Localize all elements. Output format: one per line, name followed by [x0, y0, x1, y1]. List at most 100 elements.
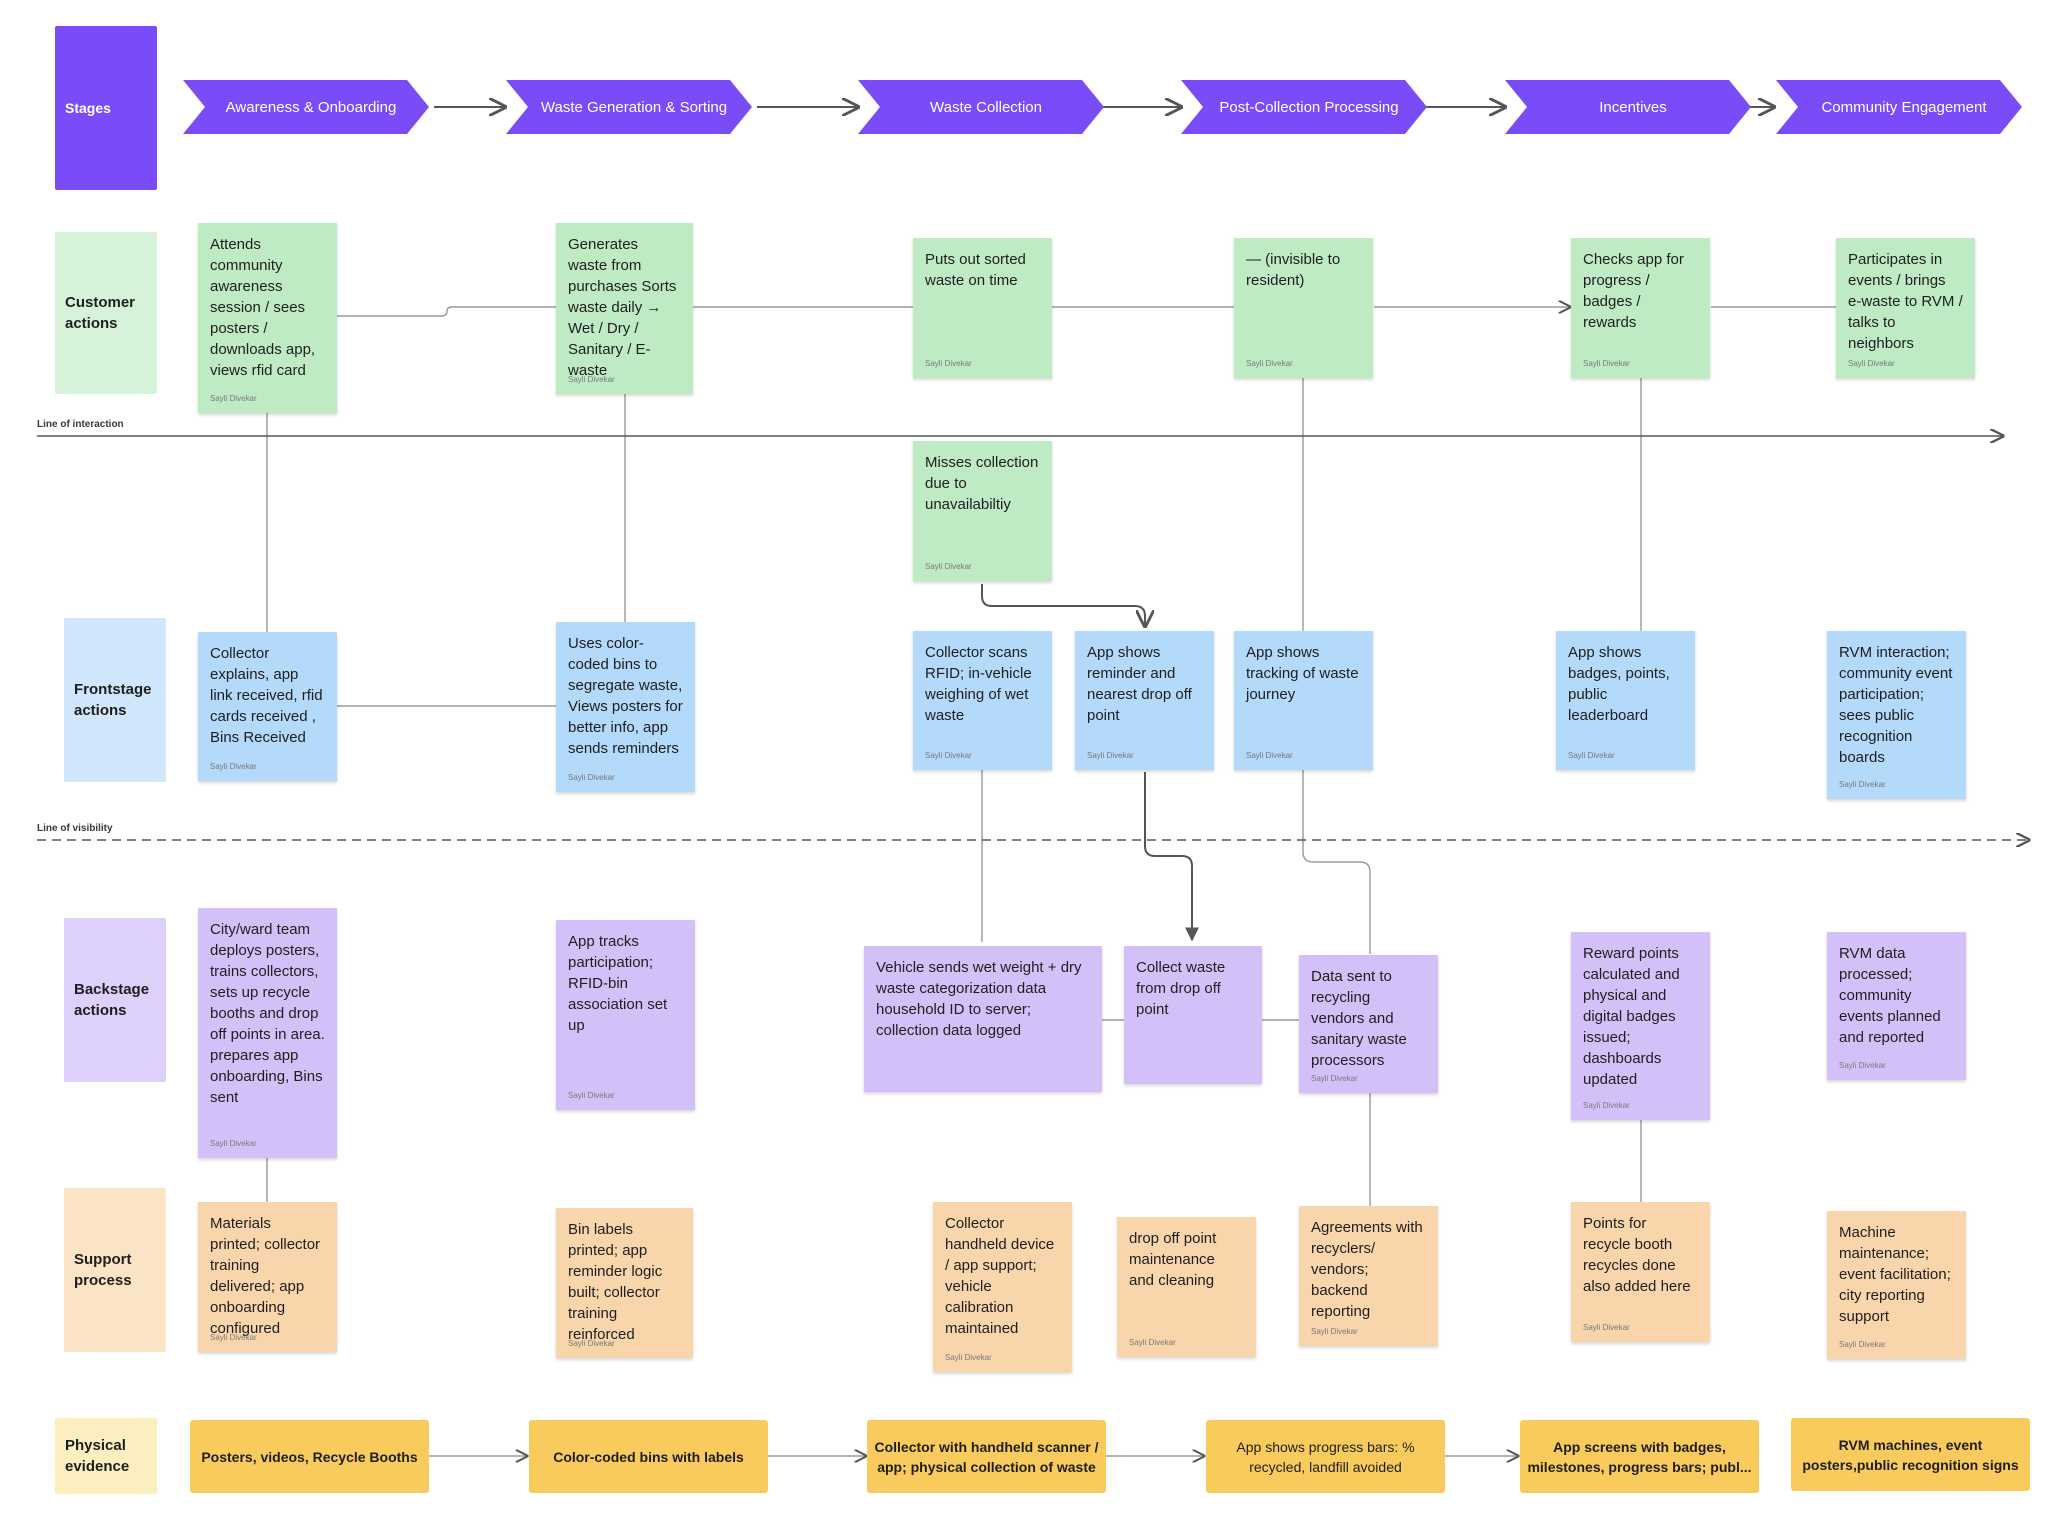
physical-evidence-card[interactable]: Color-coded bins with labels — [529, 1420, 768, 1493]
physical-evidence-card[interactable]: App screens with badges, milestones, pro… — [1520, 1420, 1759, 1493]
frontstage-action-card[interactable]: Collector scans RFID; in-vehicle weighin… — [913, 631, 1052, 770]
card-text: Collector explains, app link received, r… — [210, 645, 323, 746]
stage-label: Post-Collection Processing — [1219, 98, 1399, 116]
backstage-action-card[interactable]: Data sent to recycling vendors and sanit… — [1299, 955, 1438, 1093]
card-text: Participates in events / brings e-waste … — [1848, 251, 1963, 352]
card-author: Sayli Divekar — [925, 751, 972, 760]
chevron-shape — [1505, 80, 1751, 134]
backstage-action-card[interactable]: City/ward team deploys posters, trains c… — [198, 908, 337, 1158]
card-author: Sayli Divekar — [1583, 359, 1630, 368]
stage-chevron[interactable]: Waste Collection — [858, 80, 1104, 134]
support-process-card[interactable]: Collector handheld device / app support;… — [933, 1202, 1072, 1372]
card-author: Sayli Divekar — [925, 562, 972, 571]
support-process-card[interactable]: Materials printed; collector training de… — [198, 1202, 337, 1352]
card-text: App tracks participation; RFID-bin assoc… — [568, 933, 668, 1034]
card-text: drop off point maintenance and cleaning — [1129, 1230, 1217, 1289]
card-author: Sayli Divekar — [568, 375, 615, 384]
row-label-backstage: Backstage actions — [64, 918, 166, 1082]
card-text: Attends community awareness session / se… — [210, 236, 316, 379]
physical-evidence-card[interactable]: RVM machines, event posters,public recog… — [1791, 1418, 2030, 1491]
card-text: Puts out sorted waste on time — [925, 251, 1026, 289]
customer-action-card[interactable]: Participates in events / brings e-waste … — [1836, 238, 1975, 378]
card-author: Sayli Divekar — [210, 394, 257, 403]
card-author: Sayli Divekar — [1839, 1340, 1886, 1349]
card-text: App shows badges, points, public leaderb… — [1568, 644, 1670, 724]
card-text: Generates waste from purchases Sorts was… — [568, 236, 677, 379]
stage-chevron[interactable]: Awareness & Onboarding — [183, 80, 429, 134]
card-text: Misses collection due to unavailabiltiy — [925, 454, 1039, 513]
card-text: Bin labels printed; app reminder logic b… — [568, 1221, 663, 1343]
row-label-support: Support process — [64, 1188, 166, 1352]
card-author: Sayli Divekar — [1246, 359, 1293, 368]
card-text: Materials printed; collector training de… — [210, 1215, 321, 1337]
card-author: Sayli Divekar — [210, 762, 257, 771]
card-author: Sayli Divekar — [1568, 751, 1615, 760]
card-author: Sayli Divekar — [1848, 359, 1895, 368]
customer-action-card[interactable]: Generates waste from purchases Sorts was… — [556, 223, 693, 394]
stage-chevron[interactable]: Waste Generation & Sorting — [506, 80, 752, 134]
backstage-action-card[interactable]: Reward points calculated and physical an… — [1571, 932, 1710, 1120]
card-author: Sayli Divekar — [1839, 1061, 1886, 1070]
card-text: Vehicle sends wet weight + dry waste cat… — [876, 959, 1082, 1039]
support-process-card[interactable]: Points for recycle booth recycles done a… — [1571, 1202, 1710, 1342]
card-text: Points for recycle booth recycles done a… — [1583, 1215, 1691, 1295]
stage-chevron[interactable]: Incentives — [1505, 80, 1751, 134]
card-text: Collect waste from drop off point — [1136, 959, 1226, 1018]
card-author: Sayli Divekar — [1583, 1323, 1630, 1332]
stage-label: Community Engagement — [1821, 98, 1987, 116]
frontstage-action-card[interactable]: RVM interaction; community event partici… — [1827, 631, 1966, 799]
chevron-shape — [1776, 80, 2022, 134]
line-of-interaction-label: Line of interaction — [37, 419, 124, 430]
card-text: City/ward team deploys posters, trains c… — [210, 921, 325, 1106]
card-author: Sayli Divekar — [1087, 751, 1134, 760]
chevron-shape — [1181, 80, 1427, 134]
card-text: Reward points calculated and physical an… — [1583, 945, 1680, 1088]
card-text: Data sent to recycling vendors and sanit… — [1311, 968, 1407, 1069]
backstage-action-card[interactable]: RVM data processed; community events pla… — [1827, 932, 1966, 1080]
card-author: Sayli Divekar — [568, 773, 615, 782]
card-text: Agreements with recyclers/ vendors; back… — [1311, 1219, 1423, 1320]
card-author: Sayli Divekar — [1311, 1327, 1358, 1336]
card-author: Sayli Divekar — [568, 1091, 615, 1100]
frontstage-action-card[interactable]: Collector explains, app link received, r… — [198, 632, 337, 781]
row-label-physical: Physical evidence — [55, 1418, 157, 1494]
physical-evidence-card[interactable]: Posters, videos, Recycle Booths — [190, 1420, 429, 1493]
stage-label: Awareness & Onboarding — [225, 98, 397, 116]
card-author: Sayli Divekar — [1246, 751, 1293, 760]
backstage-action-card[interactable]: App tracks participation; RFID-bin assoc… — [556, 920, 695, 1110]
physical-evidence-card[interactable]: App shows progress bars: % recycled, lan… — [1206, 1420, 1445, 1493]
frontstage-action-card[interactable]: App shows reminder and nearest drop off … — [1075, 631, 1214, 770]
backstage-action-card[interactable]: Collect waste from drop off point — [1124, 946, 1262, 1084]
card-text: RVM data processed; community events pla… — [1839, 945, 1941, 1046]
chevron-shape — [183, 80, 429, 134]
card-author: Sayli Divekar — [945, 1353, 992, 1362]
stage-label: Incentives — [1599, 98, 1667, 116]
card-text: RVM interaction; community event partici… — [1839, 644, 1953, 766]
customer-action-card[interactable]: — (invisible to resident) Sayli Divekar — [1234, 238, 1373, 378]
frontstage-action-card[interactable]: App shows badges, points, public leaderb… — [1556, 631, 1695, 770]
row-label-frontstage: Frontstage actions — [64, 618, 166, 782]
row-label-customer: Customer actions — [55, 232, 157, 394]
customer-action-card[interactable]: Attends community awareness session / se… — [198, 223, 337, 413]
card-text: — (invisible to resident) — [1246, 251, 1341, 289]
support-process-card[interactable]: Bin labels printed; app reminder logic b… — [556, 1208, 693, 1358]
card-author: Sayli Divekar — [210, 1333, 257, 1342]
stages-row-label: Stages — [55, 26, 157, 190]
card-text: Machine maintenance; event facilitation;… — [1839, 1224, 1951, 1325]
stage-chevron[interactable]: Community Engagement — [1776, 80, 2022, 134]
stage-chevron[interactable]: Post-Collection Processing — [1181, 80, 1427, 134]
card-author: Sayli Divekar — [210, 1139, 257, 1148]
card-text: Uses color-coded bins to segregate waste… — [568, 635, 683, 757]
physical-evidence-card[interactable]: Collector with handheld scanner / app; p… — [867, 1420, 1106, 1493]
frontstage-action-card[interactable]: Uses color-coded bins to segregate waste… — [556, 622, 695, 792]
backstage-action-card[interactable]: Vehicle sends wet weight + dry waste cat… — [864, 946, 1102, 1092]
card-author: Sayli Divekar — [1311, 1074, 1358, 1083]
customer-action-card[interactable]: Checks app for progress / badges / rewar… — [1571, 238, 1710, 378]
support-process-card[interactable]: Agreements with recyclers/ vendors; back… — [1299, 1206, 1438, 1346]
card-author: Sayli Divekar — [925, 359, 972, 368]
support-process-card[interactable]: Machine maintenance; event facilitation;… — [1827, 1211, 1966, 1359]
